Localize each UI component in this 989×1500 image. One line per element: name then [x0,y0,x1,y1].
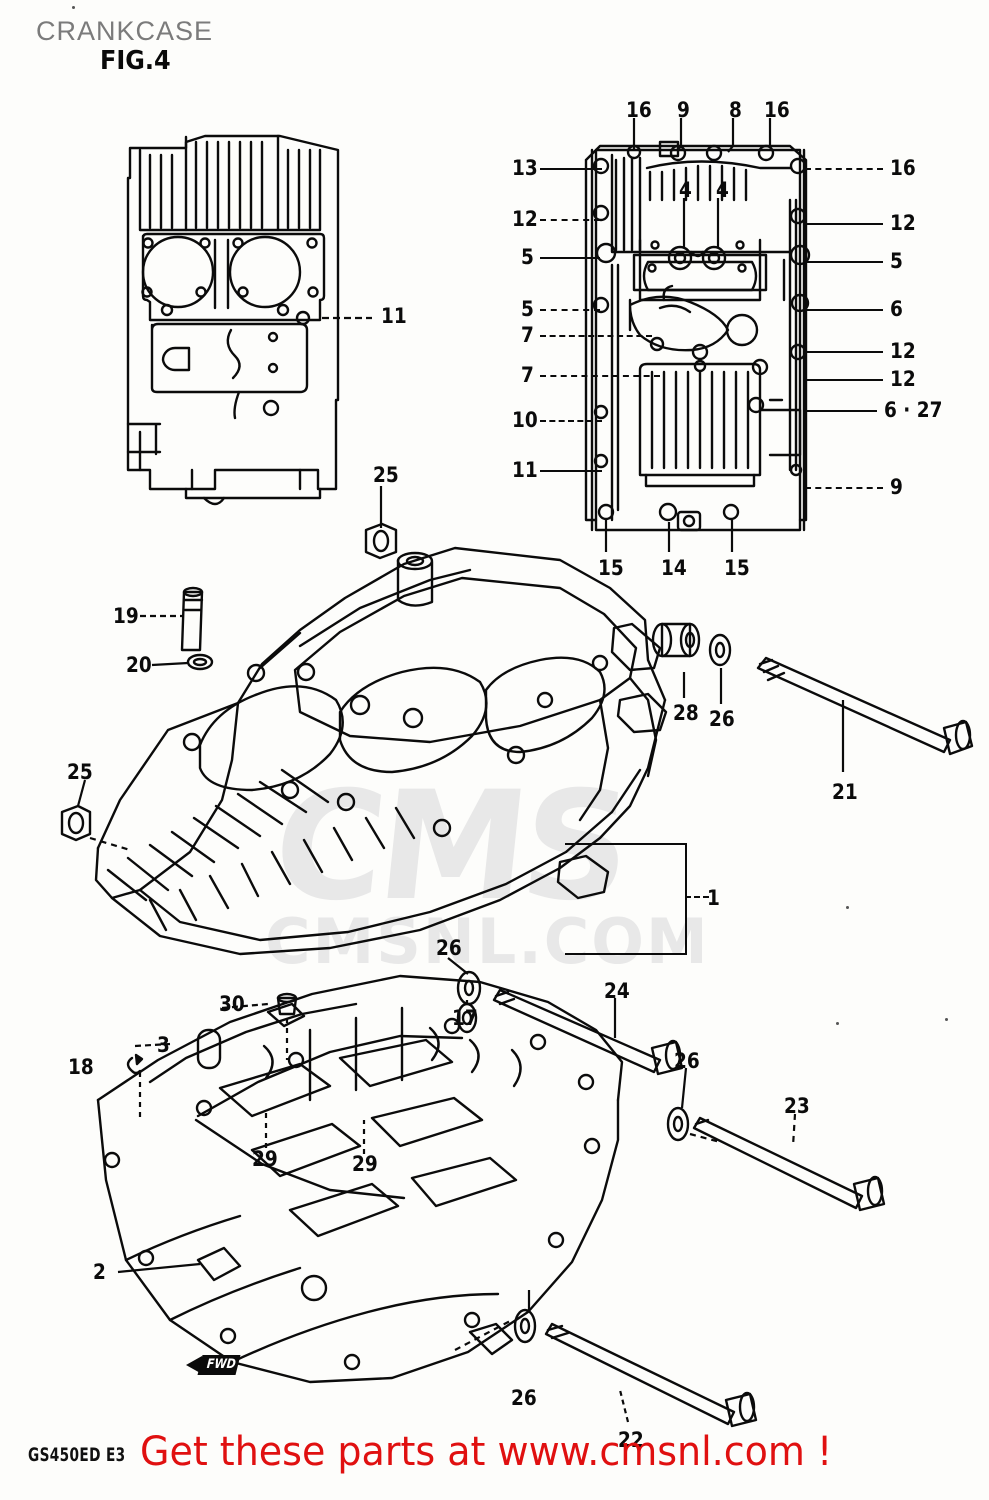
callout-26-upper: 26 [709,707,735,731]
callout-4-right: 4 [716,178,729,202]
callout-20: 20 [126,653,152,677]
callout-2: 2 [93,1260,106,1284]
callout-11-topleft: 11 [381,304,407,328]
leader-12-right-a [805,223,883,225]
callout-10: 10 [512,408,538,432]
promo-text: Get these parts at www.cmsnl.com ! [140,1429,833,1475]
callout-24: 24 [604,979,630,1003]
art-top-left-crankcase [128,136,338,504]
model-code: GS450ED E3 [28,1444,126,1466]
callout-15-left: 15 [598,556,624,580]
scan-speck-1 [846,906,849,909]
leader-lines [78,118,843,1422]
callout-21: 21 [832,780,858,804]
scan-speck-2 [836,1022,839,1025]
fwd-label: FWD [204,1357,238,1372]
leader-7-left-a [540,335,652,337]
callout-11-right-diag: 11 [512,458,538,482]
callout-22: 22 [618,1428,644,1452]
callout-18: 18 [68,1055,94,1079]
art-top-right-crankcase [586,142,809,530]
art-hardware-lower [128,972,884,1426]
callout-1: 1 [707,886,720,910]
leader-7-left-b [540,375,660,377]
leader-6-right [805,309,883,311]
callout-23: 23 [784,1094,810,1118]
page-title: CRANKCASE [36,16,214,46]
callout-30: 30 [219,992,245,1016]
leader-12-right-b [805,351,883,353]
callout-25-top: 25 [373,463,399,487]
callout-5-right: 5 [890,249,903,273]
callout-13: 13 [512,156,538,180]
callout-7-left-a: 7 [521,323,534,347]
callout-4-left: 4 [679,178,692,202]
callout-26-mid: 26 [436,936,462,960]
leader-5-left-b [540,309,600,311]
leader-16-right [805,168,883,170]
leader-13 [540,168,602,170]
callout-29-right: 29 [352,1152,378,1176]
callout-3: 3 [157,1033,170,1057]
callout-16-top-b: 16 [764,98,790,122]
callout-26-right: 26 [674,1049,700,1073]
figure-label: FIG.4 [100,46,171,76]
art-lower-crankcase-half [98,976,622,1382]
callout-14: 14 [661,556,687,580]
callout-5-left-a: 5 [521,245,534,269]
callout-28: 28 [673,701,699,725]
callout-12-left-a: 12 [512,207,538,231]
leader-9-right [805,487,883,489]
callout-15-right: 15 [724,556,750,580]
art-hardware-upper [62,524,972,840]
callout-5-left-b: 5 [521,297,534,321]
leader-6-27 [805,410,877,412]
callout-25-left: 25 [67,760,93,784]
callout-26-bottom: 26 [511,1386,537,1410]
item-1-bracket [565,843,687,955]
leader-5-right [805,261,883,263]
leader-12-left-a [540,219,600,221]
callout-9-right: 9 [890,475,903,499]
callout-29-left: 29 [252,1147,278,1171]
callout-6-27: 6 · 27 [884,398,943,422]
callout-16-top-a: 16 [626,98,652,122]
speck-dot [72,6,75,9]
fwd-direction-marker: FWD [186,1355,241,1378]
callout-9-top: 9 [677,98,690,122]
leader-10 [540,420,602,422]
leader-5-left-a [540,257,600,259]
callout-7-left-b: 7 [521,363,534,387]
callout-19: 19 [113,604,139,628]
callout-12-right-c: 12 [890,367,916,391]
art-upper-crankcase-half [96,548,666,954]
leader-11-bottom [540,470,602,472]
scan-speck-3 [945,1018,948,1021]
leader-12-right-c [805,379,883,381]
callout-12-right-b: 12 [890,339,916,363]
callout-17: 17 [452,1006,478,1030]
callout-16-right: 16 [890,156,916,180]
callout-6-right: 6 [890,297,903,321]
callout-8-top: 8 [729,98,742,122]
item-1-leader [685,896,709,898]
callout-12-right-a: 12 [890,211,916,235]
